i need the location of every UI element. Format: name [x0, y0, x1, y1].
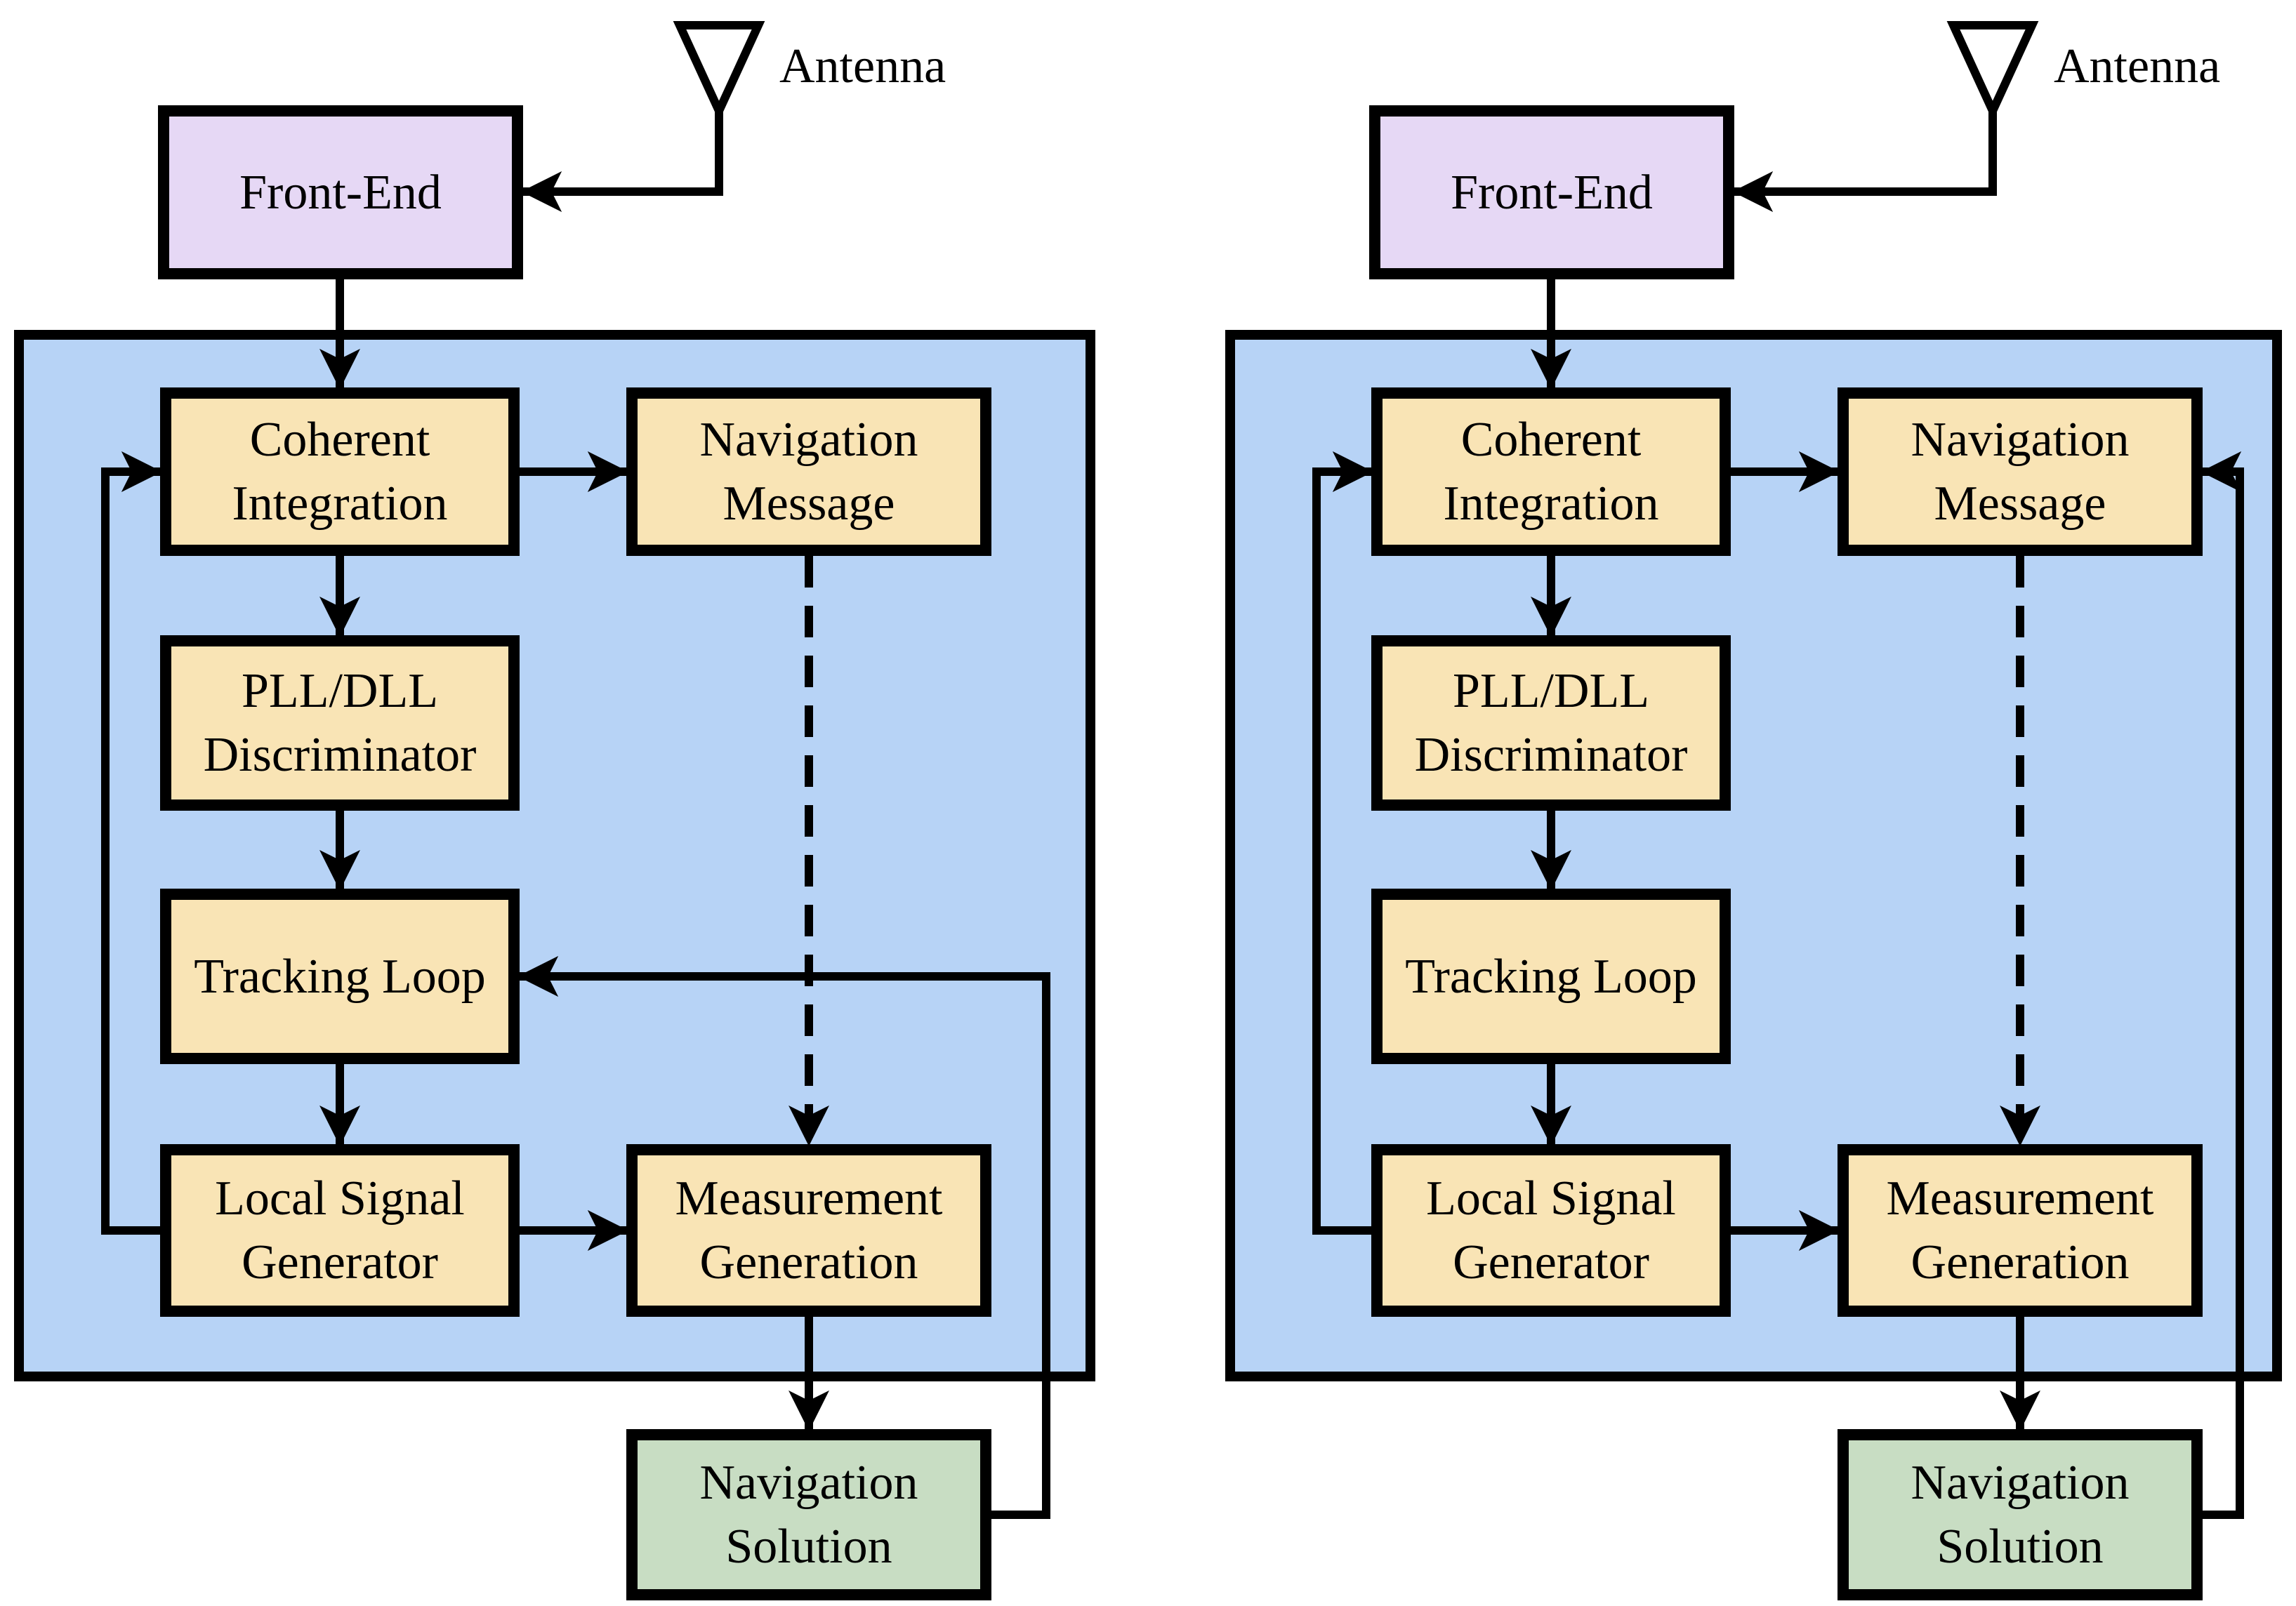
antenna-icon: [673, 21, 765, 121]
antenna-to-frontend-arrow: [1732, 111, 1997, 212]
wires-right: [1312, 21, 2244, 1519]
navigation-message-box: Navigation Message: [1838, 387, 2203, 556]
pll-dll-discriminator-box: PLL/DLL Discriminator: [1371, 635, 1731, 811]
front-end-label: Front-End: [239, 165, 442, 220]
front-end-box: Front-End: [1369, 105, 1734, 279]
antenna-label: Antenna: [779, 39, 946, 93]
navigation-solution-label: Navigation Solution: [1911, 1456, 2130, 1574]
pll-dll-discriminator-box: PLL/DLL Discriminator: [160, 635, 520, 811]
navigation-solution-box: Navigation Solution: [1838, 1429, 2203, 1600]
antenna-label: Antenna: [2054, 39, 2221, 93]
coherent-integration-box: Coherent Integration: [160, 387, 520, 556]
navigation-message-label: Navigation Message: [1911, 413, 2130, 531]
navigation-solution-label: Navigation Solution: [699, 1456, 918, 1574]
local-signal-generator-label: Local Signal Generator: [215, 1172, 465, 1289]
tracking-loop-label: Tracking Loop: [194, 949, 486, 1004]
solution-to-tracking-feedback-arrow: [517, 956, 1050, 1519]
coherent-integration-label: Coherent Integration: [1443, 413, 1659, 531]
navigation-message-label: Navigation Message: [699, 413, 918, 531]
front-end-box: Front-End: [158, 105, 523, 279]
measurement-generation-label: Measurement Generation: [1886, 1172, 2154, 1289]
local-signal-generator-label: Local Signal Generator: [1426, 1172, 1676, 1289]
navigation-solution-box: Navigation Solution: [626, 1429, 991, 1600]
measurement-generation-label: Measurement Generation: [675, 1172, 943, 1289]
measurement-generation-box: Measurement Generation: [626, 1144, 991, 1317]
wires-left: [101, 21, 1050, 1519]
measurement-generation-box: Measurement Generation: [1838, 1144, 2203, 1317]
antenna-icon: [1946, 21, 2039, 121]
antenna-to-frontend-arrow: [521, 111, 723, 212]
tracking-loop-box: Tracking Loop: [1371, 889, 1731, 1064]
tracking-loop-box: Tracking Loop: [160, 889, 520, 1064]
localsignal-to-coherent-feedback-arrow: [101, 451, 162, 1235]
solution-to-navmessage-feedback-arrow: [2201, 451, 2244, 1519]
coherent-integration-label: Coherent Integration: [232, 413, 448, 531]
pll-dll-discriminator-label: PLL/DLL Discriminator: [1414, 664, 1688, 782]
pll-dll-discriminator-label: PLL/DLL Discriminator: [203, 664, 477, 782]
localsignal-to-coherent-feedback-arrow: [1312, 451, 1373, 1235]
local-signal-generator-box: Local Signal Generator: [1371, 1144, 1731, 1317]
tracking-loop-label: Tracking Loop: [1405, 949, 1697, 1004]
local-signal-generator-box: Local Signal Generator: [160, 1144, 520, 1317]
front-end-label: Front-End: [1451, 165, 1653, 220]
navigation-message-box: Navigation Message: [626, 387, 991, 556]
coherent-integration-box: Coherent Integration: [1371, 387, 1731, 556]
